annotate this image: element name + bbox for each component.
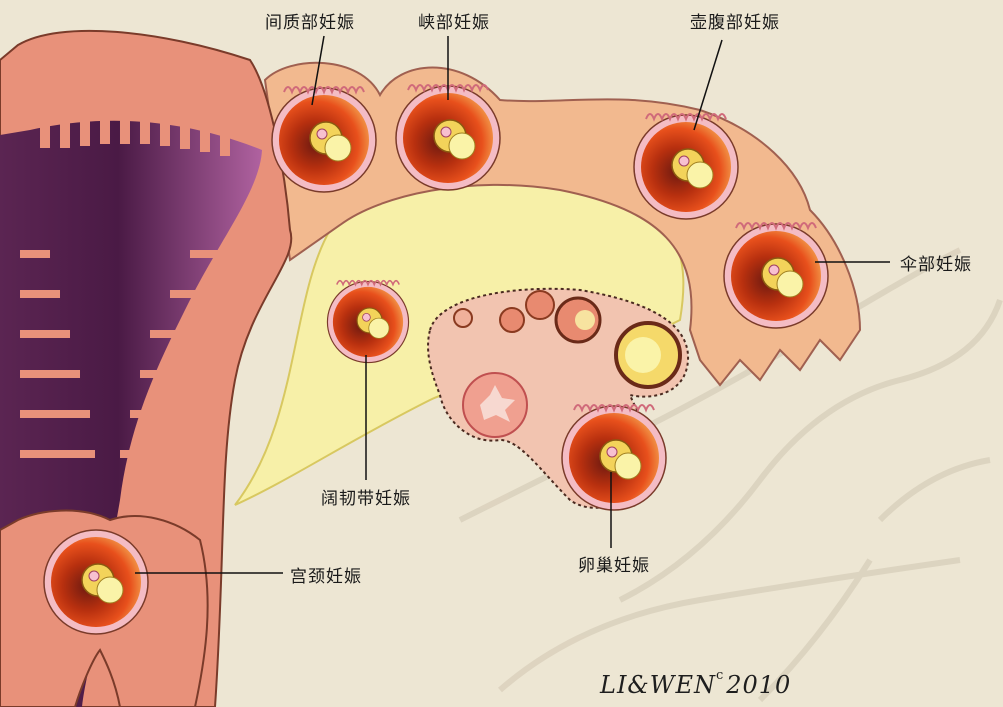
signature-name: LI&WEN [600, 671, 716, 699]
artist-signature: LI&WENc2010 [600, 668, 791, 699]
sac-broad-ligament [327, 281, 408, 363]
sac-isthmic [396, 85, 500, 190]
sac-interstitial [272, 87, 376, 192]
sac-ovarian [562, 405, 666, 510]
label-fimbrial-pregnancy: 伞部妊娠 [900, 250, 972, 275]
label-broad-ligament-pregnancy: 阔韧带妊娠 [321, 484, 411, 509]
label-cervical-pregnancy: 宫颈妊娠 [290, 562, 362, 587]
label-interstitial-pregnancy: 间质部妊娠 [265, 8, 355, 33]
label-isthmic-pregnancy: 峡部妊娠 [418, 8, 490, 33]
label-ampullary-pregnancy: 壶腹部妊娠 [690, 8, 780, 33]
signature-year: 2010 [726, 671, 791, 699]
sac-ampullary [634, 114, 738, 219]
sac-cervical [44, 530, 148, 634]
label-ovarian-pregnancy: 卵巢妊娠 [578, 551, 650, 576]
copyright-mark: c [716, 668, 724, 683]
sac-fimbrial [724, 223, 828, 328]
